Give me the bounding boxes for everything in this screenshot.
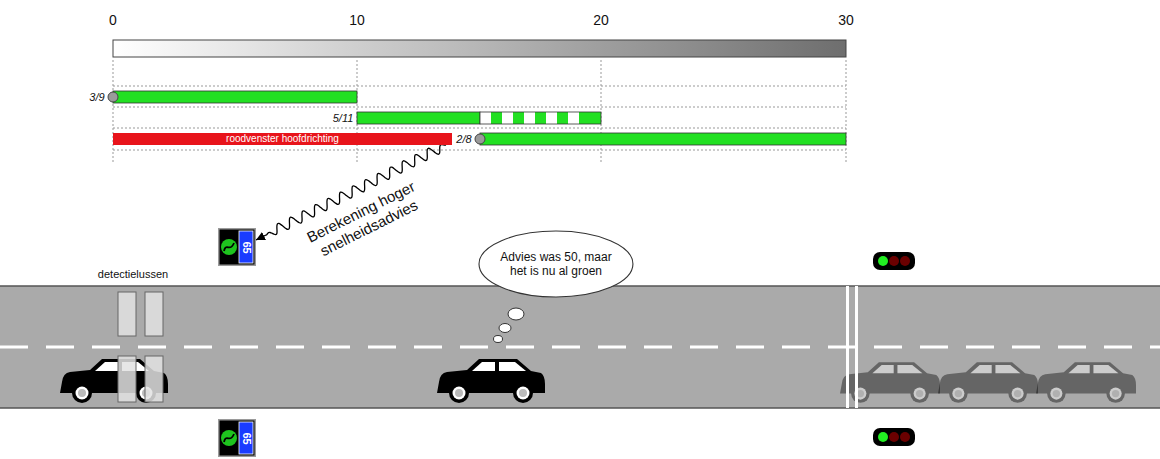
- axis-tick: 10: [349, 12, 365, 28]
- road: [0, 286, 1160, 408]
- speed-sign: 65: [218, 228, 256, 266]
- sign-icon: [221, 239, 237, 255]
- sign-icon: [224, 243, 234, 251]
- sign-icon: [221, 430, 237, 446]
- edge-label: Berekening hoger snelheidsadvies: [296, 173, 435, 268]
- car: [437, 359, 545, 403]
- sign-panel: [219, 229, 256, 266]
- loop-label: detectielussen: [98, 268, 168, 280]
- thought-text: Advies was 50, maar het is nu al groen: [495, 250, 617, 279]
- start-marker: [475, 134, 485, 144]
- center-line: [0, 346, 1160, 349]
- speed-panel: [239, 231, 253, 263]
- phase-number: 3/9: [89, 91, 104, 103]
- speed-holder: 65: [239, 422, 253, 454]
- traffic-light: [873, 428, 915, 446]
- detection-loops: [118, 292, 163, 402]
- sign-panel: [219, 420, 256, 457]
- green-phase-bar: [113, 91, 357, 103]
- axis-tick: 30: [838, 12, 854, 28]
- queued-car: [1036, 362, 1136, 403]
- traffic-light: [873, 252, 915, 270]
- bubble-ellipse: [479, 231, 633, 297]
- start-marker: [108, 92, 118, 102]
- phase-number: 2/8: [456, 133, 471, 145]
- calculation-arrow: [256, 145, 446, 240]
- road-edge: [0, 407, 1160, 409]
- red-window-band: roodvenster hoofdrichting: [113, 133, 452, 145]
- green-phase-bar: [480, 133, 846, 145]
- sign-icon: [224, 434, 234, 442]
- speed-value: 65: [241, 241, 252, 253]
- thought-trail: [494, 308, 525, 343]
- band-label: roodvenster hoofdrichting: [226, 133, 339, 145]
- grid-lines: [113, 60, 846, 162]
- optional-green-bar: [480, 112, 601, 124]
- speed-holder: 65: [239, 231, 253, 263]
- speed-sign: 65: [218, 419, 256, 457]
- green-phase-bar: [357, 112, 480, 124]
- time-bar: [113, 40, 846, 57]
- axis-tick: 20: [593, 12, 609, 28]
- axis-tick: 0: [109, 12, 117, 28]
- speed-value: 65: [241, 432, 252, 444]
- phase-number: 5/11: [333, 112, 354, 124]
- speed-panel: [239, 422, 253, 454]
- queued-car: [938, 362, 1038, 403]
- stop-line: [846, 286, 849, 408]
- thought-bubble: Advies was 50, maar het is nu al groen: [478, 230, 634, 298]
- stop-line: [855, 286, 858, 408]
